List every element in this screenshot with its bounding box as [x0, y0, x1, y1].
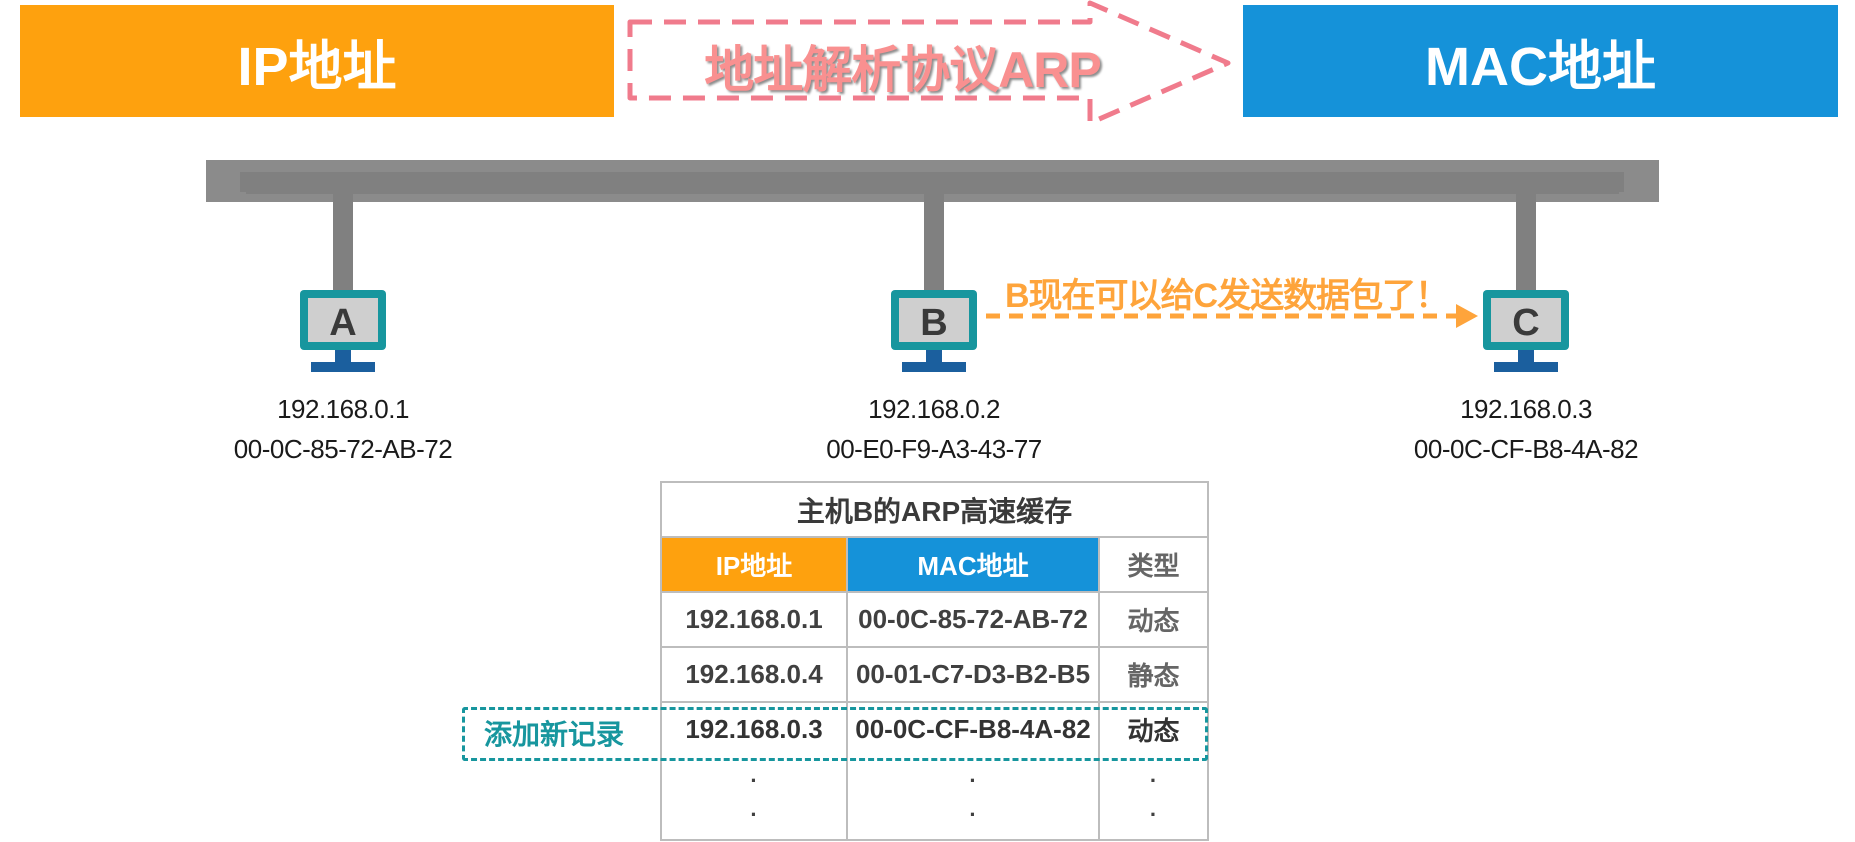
new-record-label: 添加新记录 [484, 719, 625, 750]
ip-address-banner-label: IP地址 [237, 36, 397, 97]
arp-cache-table: 主机B的ARP高速缓存 IP地址 MAC地址 类型 192.168.0.1 00… [660, 481, 1209, 841]
host-ip: 192.168.0.1 [277, 394, 409, 424]
new-record-highlight [462, 707, 1208, 761]
host-ip: 192.168.0.3 [1460, 394, 1592, 424]
column-header-type: 类型 [1098, 536, 1209, 593]
cell-type: 动态 [1098, 701, 1209, 756]
table-caption-row: 主机B的ARP高速缓存 [660, 481, 1209, 538]
computer-icon: B [891, 290, 977, 372]
table-title: 主机B的ARP高速缓存 [660, 481, 1209, 538]
host-mac: 00-0C-85-72-AB-72 [233, 434, 453, 464]
table-row-new: 192.168.0.3 00-0C-CF-B8-4A-82 动态 [660, 701, 1209, 756]
host-letter: A [329, 302, 356, 344]
host-letter: C [1512, 302, 1539, 344]
host-mac: 00-E0-F9-A3-43-77 [826, 434, 1042, 464]
host-a: A 192.168.0.1 00-0C-85-72-AB-72 [193, 288, 493, 465]
ellipsis-cell: ·· [660, 756, 848, 841]
bus-bar [240, 172, 1624, 192]
table-row: 192.168.0.4 00-01-C7-D3-B2-B5 静态 [660, 646, 1209, 703]
cell-mac: 00-0C-85-72-AB-72 [846, 591, 1100, 648]
cell-mac: 00-01-C7-D3-B2-B5 [846, 646, 1100, 703]
ip-address-banner: IP地址 [20, 5, 614, 117]
ellipsis-cell: ·· [846, 756, 1100, 841]
host-c: C 192.168.0.3 00-0C-CF-B8-4A-82 [1376, 288, 1676, 465]
computer-icon: A [300, 290, 386, 372]
drop-line-b [924, 192, 944, 292]
host-mac: 00-0C-CF-B8-4A-82 [1413, 434, 1639, 464]
arp-label: 地址解析协议ARP [704, 42, 1102, 98]
drop-line-c [1516, 192, 1536, 292]
host-letter: B [920, 302, 947, 344]
cell-ip: 192.168.0.4 [660, 646, 848, 703]
table-header-row: IP地址 MAC地址 类型 [660, 536, 1209, 593]
drop-line-a [333, 192, 353, 292]
host-ip: 192.168.0.2 [868, 394, 1000, 424]
column-header-ip: IP地址 [660, 536, 848, 593]
mac-address-banner-label: MAC地址 [1425, 36, 1656, 97]
host-b: B 192.168.0.2 00-E0-F9-A3-43-77 [784, 288, 1084, 465]
cell-type: 动态 [1098, 591, 1209, 648]
column-header-mac: MAC地址 [846, 536, 1100, 593]
cell-mac: 00-0C-CF-B8-4A-82 [846, 701, 1100, 756]
cell-type: 静态 [1098, 646, 1209, 703]
cell-ip: 192.168.0.3 [660, 701, 848, 756]
arp-arrow [627, 0, 1231, 126]
cell-ip: 192.168.0.1 [660, 591, 848, 648]
send-message: B现在可以给C发送数据包了！ [1005, 277, 1449, 315]
send-arrow [986, 304, 1478, 328]
table-row-ellipsis: ·· ·· ·· [660, 756, 1209, 841]
computer-icon: C [1483, 290, 1569, 372]
table-row: 192.168.0.1 00-0C-85-72-AB-72 动态 [660, 591, 1209, 648]
mac-address-banner: MAC地址 [1243, 5, 1838, 117]
ellipsis-cell: ·· [1098, 756, 1209, 841]
